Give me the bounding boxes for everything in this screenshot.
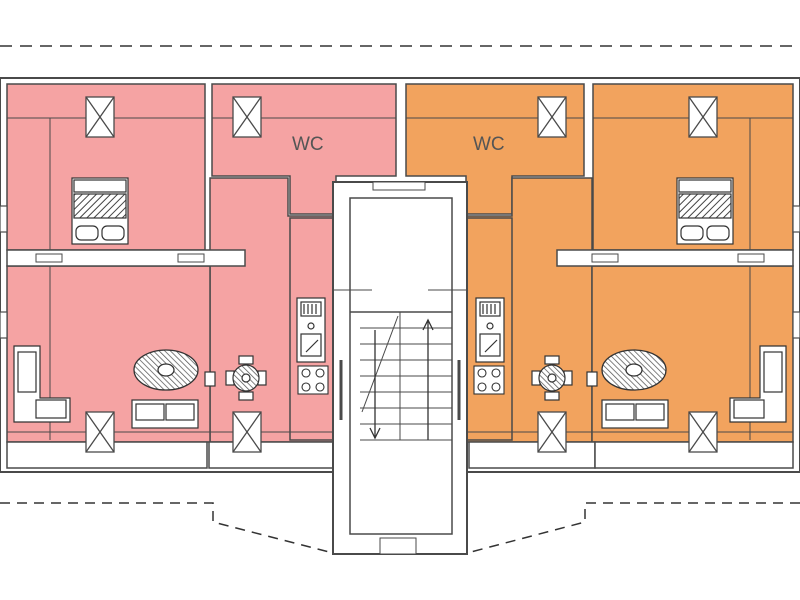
oval-table-icon	[133, 349, 199, 391]
staircase-arrow-icon	[369, 318, 434, 440]
sofa-icon	[601, 345, 787, 429]
stair-bottom-step	[379, 537, 417, 555]
left-window-mark-2	[177, 253, 205, 263]
dining-table-icon	[531, 355, 573, 401]
skylight-x-icon	[85, 96, 718, 453]
left-partition-wall	[6, 249, 246, 267]
kitchen-sink-icon	[475, 297, 505, 363]
left-balcony-2	[208, 441, 334, 469]
stair-inner	[349, 197, 453, 535]
right-window-mark-2	[737, 253, 765, 263]
column	[204, 371, 216, 387]
right-balcony	[468, 441, 596, 469]
bed-icon	[676, 177, 734, 245]
staircase-core	[332, 181, 468, 555]
side-window-marks	[0, 205, 800, 339]
oval-table-icon	[601, 349, 667, 391]
wc-label-right: WC	[473, 134, 505, 155]
dining-table-icon	[225, 355, 267, 401]
stove-icon	[297, 365, 329, 395]
wc-label-left: WC	[292, 134, 324, 155]
bed-icon	[71, 177, 129, 245]
canopy-dashed-lines	[0, 502, 800, 554]
stove-icon	[473, 365, 505, 395]
left-window-mark	[35, 253, 63, 263]
right-window-mark	[591, 253, 619, 263]
stair-top-vent	[372, 181, 426, 191]
kitchen-sink-icon	[296, 297, 326, 363]
sofa-icon	[13, 345, 199, 429]
column	[586, 371, 598, 387]
